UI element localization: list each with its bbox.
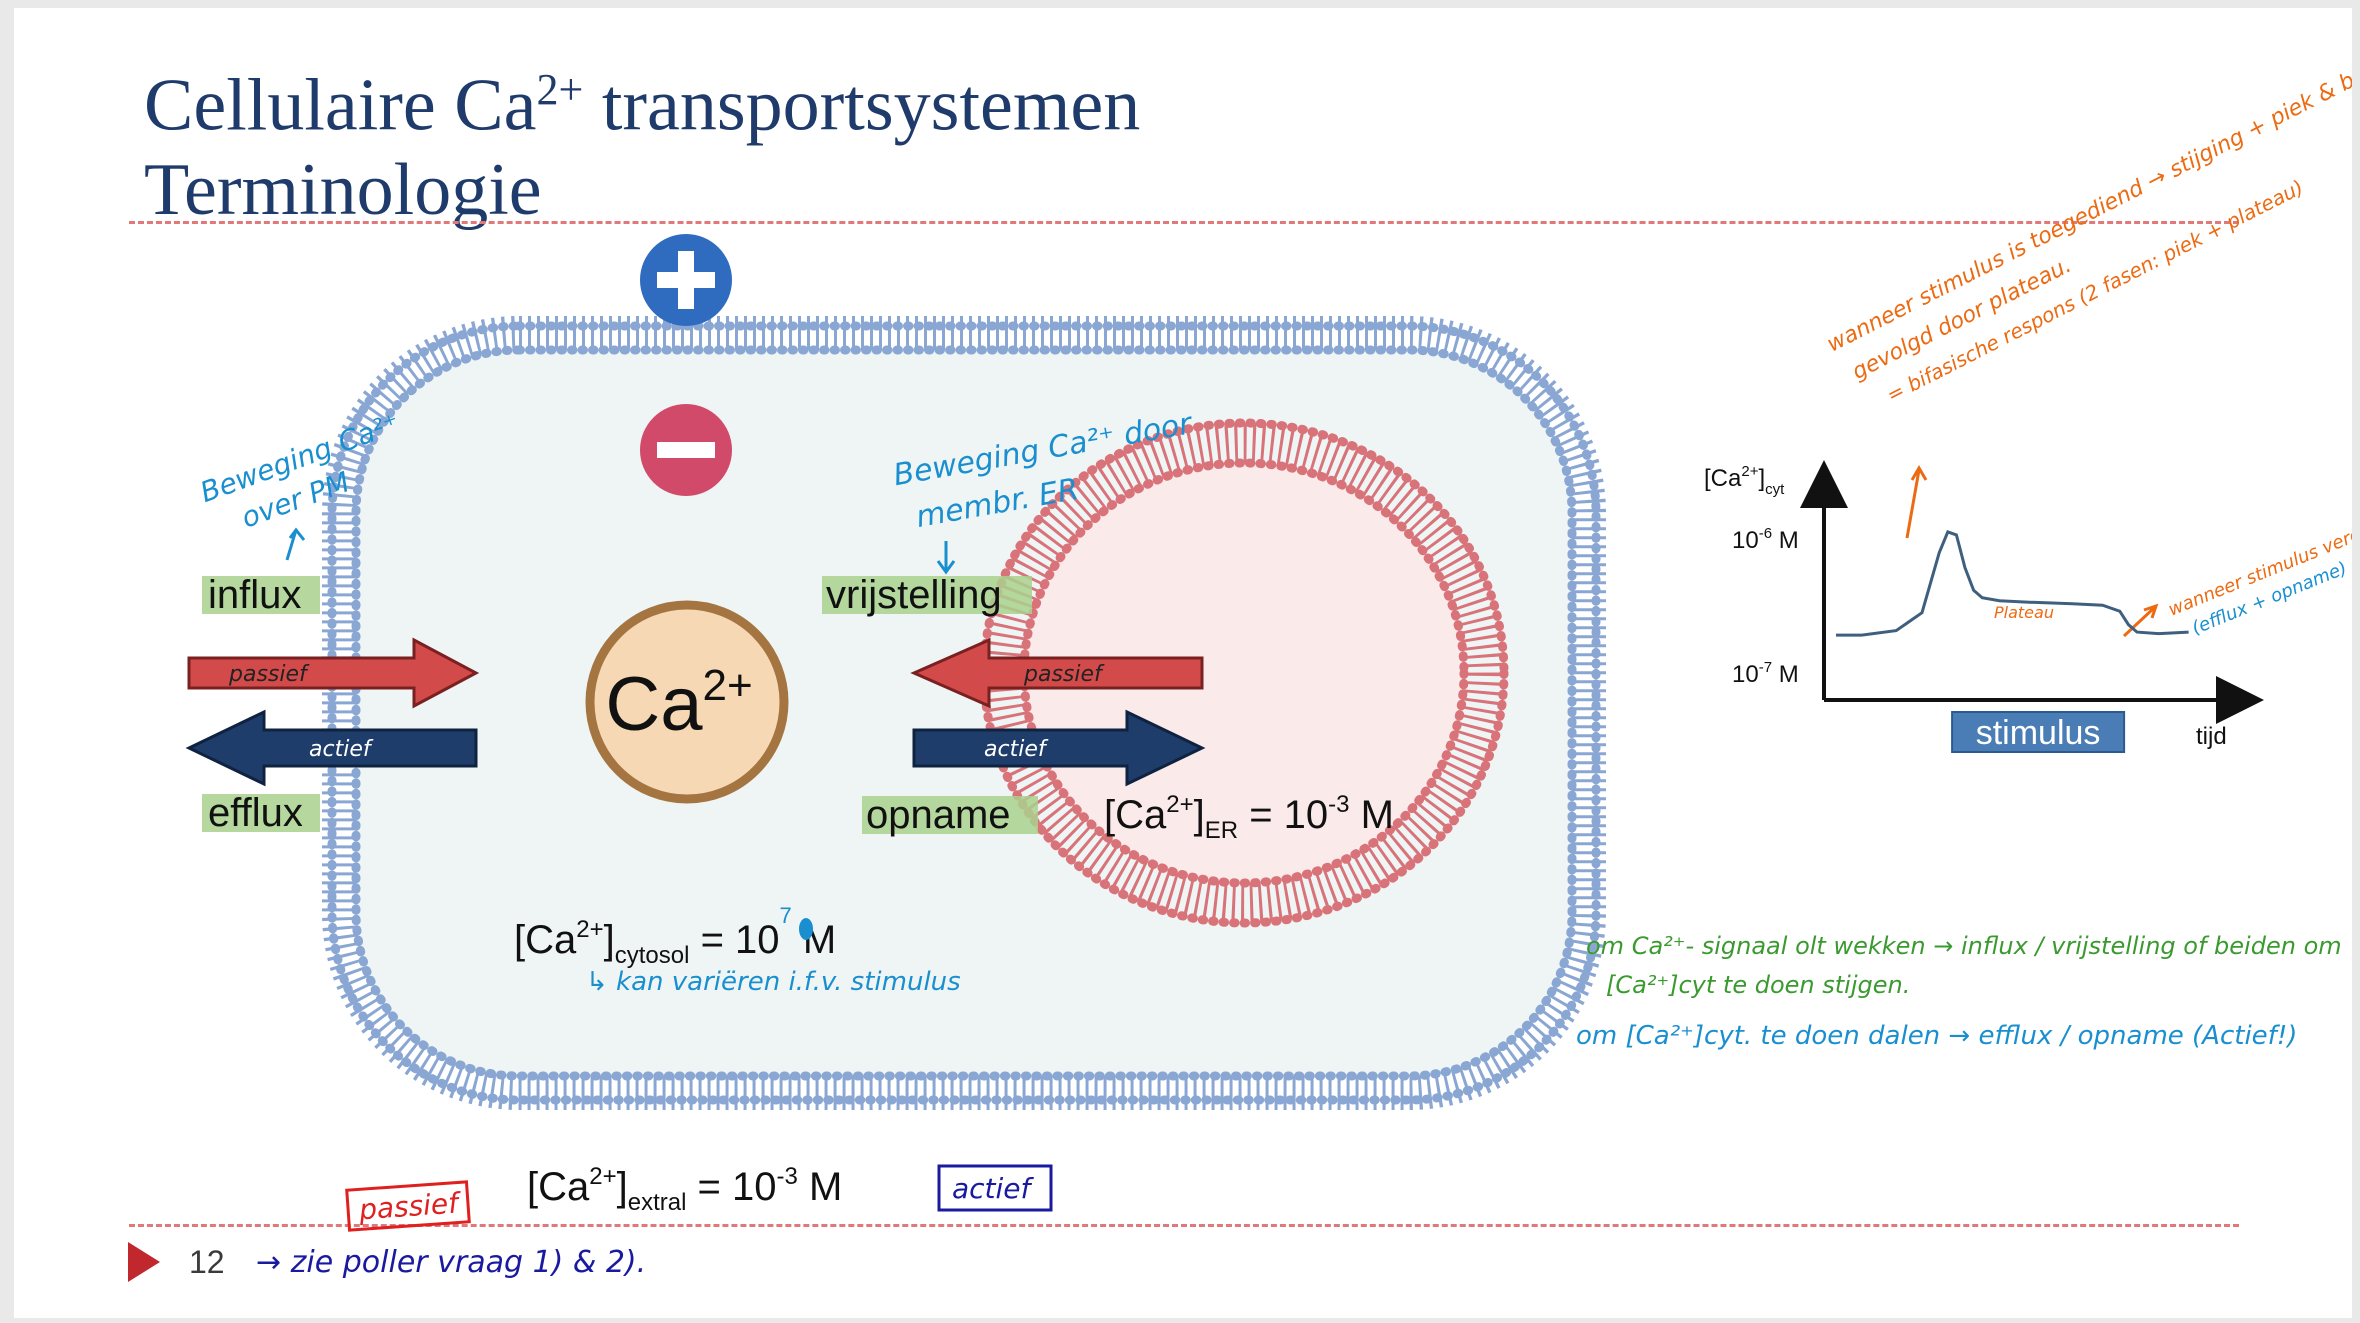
cell-diagram: Ca2+ influx efflux vrijstelling opname p…: [185, 39, 2352, 1280]
note-biphasic: wanneer stimulus is toegediend → stijgin…: [1823, 39, 2352, 408]
ion-label: Ca2+: [605, 661, 752, 747]
highlight-vrijstelling: [822, 576, 1032, 614]
cytosol-exponent-mark: [799, 918, 813, 940]
arrow-opname: [912, 709, 1206, 787]
label-efflux: efflux: [208, 791, 303, 835]
label-opname: opname: [866, 793, 1011, 837]
title-superscript: 2+: [536, 65, 584, 114]
label-passief-right: passief: [1023, 662, 1105, 687]
arrow-vrijstelling: [910, 637, 1204, 709]
stimulus-bar: [1951, 711, 2126, 753]
bottom-divider: [129, 1224, 2239, 1227]
note-er-arrow: [936, 541, 956, 575]
note-cytosol: ↳ kan variëren i.f.v. stimulus: [586, 967, 961, 997]
note-biphasic-arrow: [1905, 465, 1928, 539]
title-line-1: Cellulaire Ca2+ transportsystemen: [144, 48, 1140, 148]
label-influx: influx: [208, 573, 301, 617]
label-vrijstelling: vrijstelling: [826, 573, 1002, 617]
membrane-outer-heads: [327, 321, 1601, 1105]
label-actief-left: actief: [309, 737, 374, 762]
svg-text:[Ca²⁺]cyt te doen stijgen.: [Ca²⁺]cyt te doen stijgen.: [1606, 971, 1910, 999]
note-signal: om Ca²⁺- signaal olt wekken → influx / v…: [1576, 932, 2342, 1051]
top-divider: [129, 221, 2239, 224]
stimulus-label: stimulus: [1976, 714, 2101, 752]
membrane-tails: [322, 316, 1606, 1110]
svg-text:om [Ca²⁺]cyt. te doen dalen →: om [Ca²⁺]cyt. te doen dalen → efflux / o…: [1576, 1021, 2297, 1051]
plus-icon: [640, 234, 732, 326]
title-text-2: transportsystemen: [583, 64, 1141, 147]
note-plateau: Plateau: [1994, 603, 2054, 622]
minus-icon: [640, 404, 732, 496]
x-axis-label: tijd: [2196, 723, 2227, 750]
triangle-right-icon: [128, 1242, 160, 1282]
note-actief-box: actief: [937, 1164, 1053, 1212]
note-footer: → zie poller vraag 1) & 2).: [256, 1245, 646, 1280]
title-line-2: Terminologie: [144, 148, 542, 231]
note-passief-box: passief: [345, 1180, 471, 1232]
note-pm-arrow: [285, 527, 306, 561]
svg-text:passief: passief: [357, 1186, 463, 1226]
y-tick-low: 10-7 M: [1732, 659, 1799, 688]
slide: Cellulaire Ca2+ transportsystemen Termin…: [14, 8, 2352, 1318]
svg-text:om Ca²⁺- signaal olt wekken →: om Ca²⁺- signaal olt wekken → influx / v…: [1586, 932, 2342, 960]
title-text-1: Cellulaire Ca: [144, 64, 537, 147]
highlight-influx: [202, 576, 320, 614]
y-axis-label: [Ca2+]cyt: [1704, 463, 1785, 498]
highlight-efflux: [202, 794, 320, 832]
arrow-efflux: [185, 709, 478, 787]
extracellular-concentration: [Ca2+]extral = 10-3 M: [527, 1163, 842, 1216]
label-actief-right: actief: [984, 737, 1049, 762]
cytosol-concentration: [Ca2+]cytosol = 107 M: [514, 903, 836, 969]
calcium-curve: [1836, 530, 2189, 637]
page-number: 12: [189, 1244, 225, 1280]
highlight-opname: [862, 796, 1038, 834]
label-passief-left: passief: [228, 662, 310, 687]
calcium-chart: stimulus [Ca2+]cyt tijd 10-6 M 10-7 M: [1704, 460, 2264, 753]
svg-text:actief: actief: [952, 1172, 1035, 1205]
note-after-stimulus-arrow: [2122, 603, 2159, 638]
slide-title: Cellulaire Ca2+ transportsystemen Termin…: [144, 48, 1140, 232]
arrow-influx: [187, 637, 480, 709]
er-concentration: [Ca2+]ER = 10-3 M: [1104, 791, 1394, 844]
calcium-ion: Ca2+: [585, 600, 789, 804]
y-tick-high: 10-6 M: [1732, 525, 1799, 554]
